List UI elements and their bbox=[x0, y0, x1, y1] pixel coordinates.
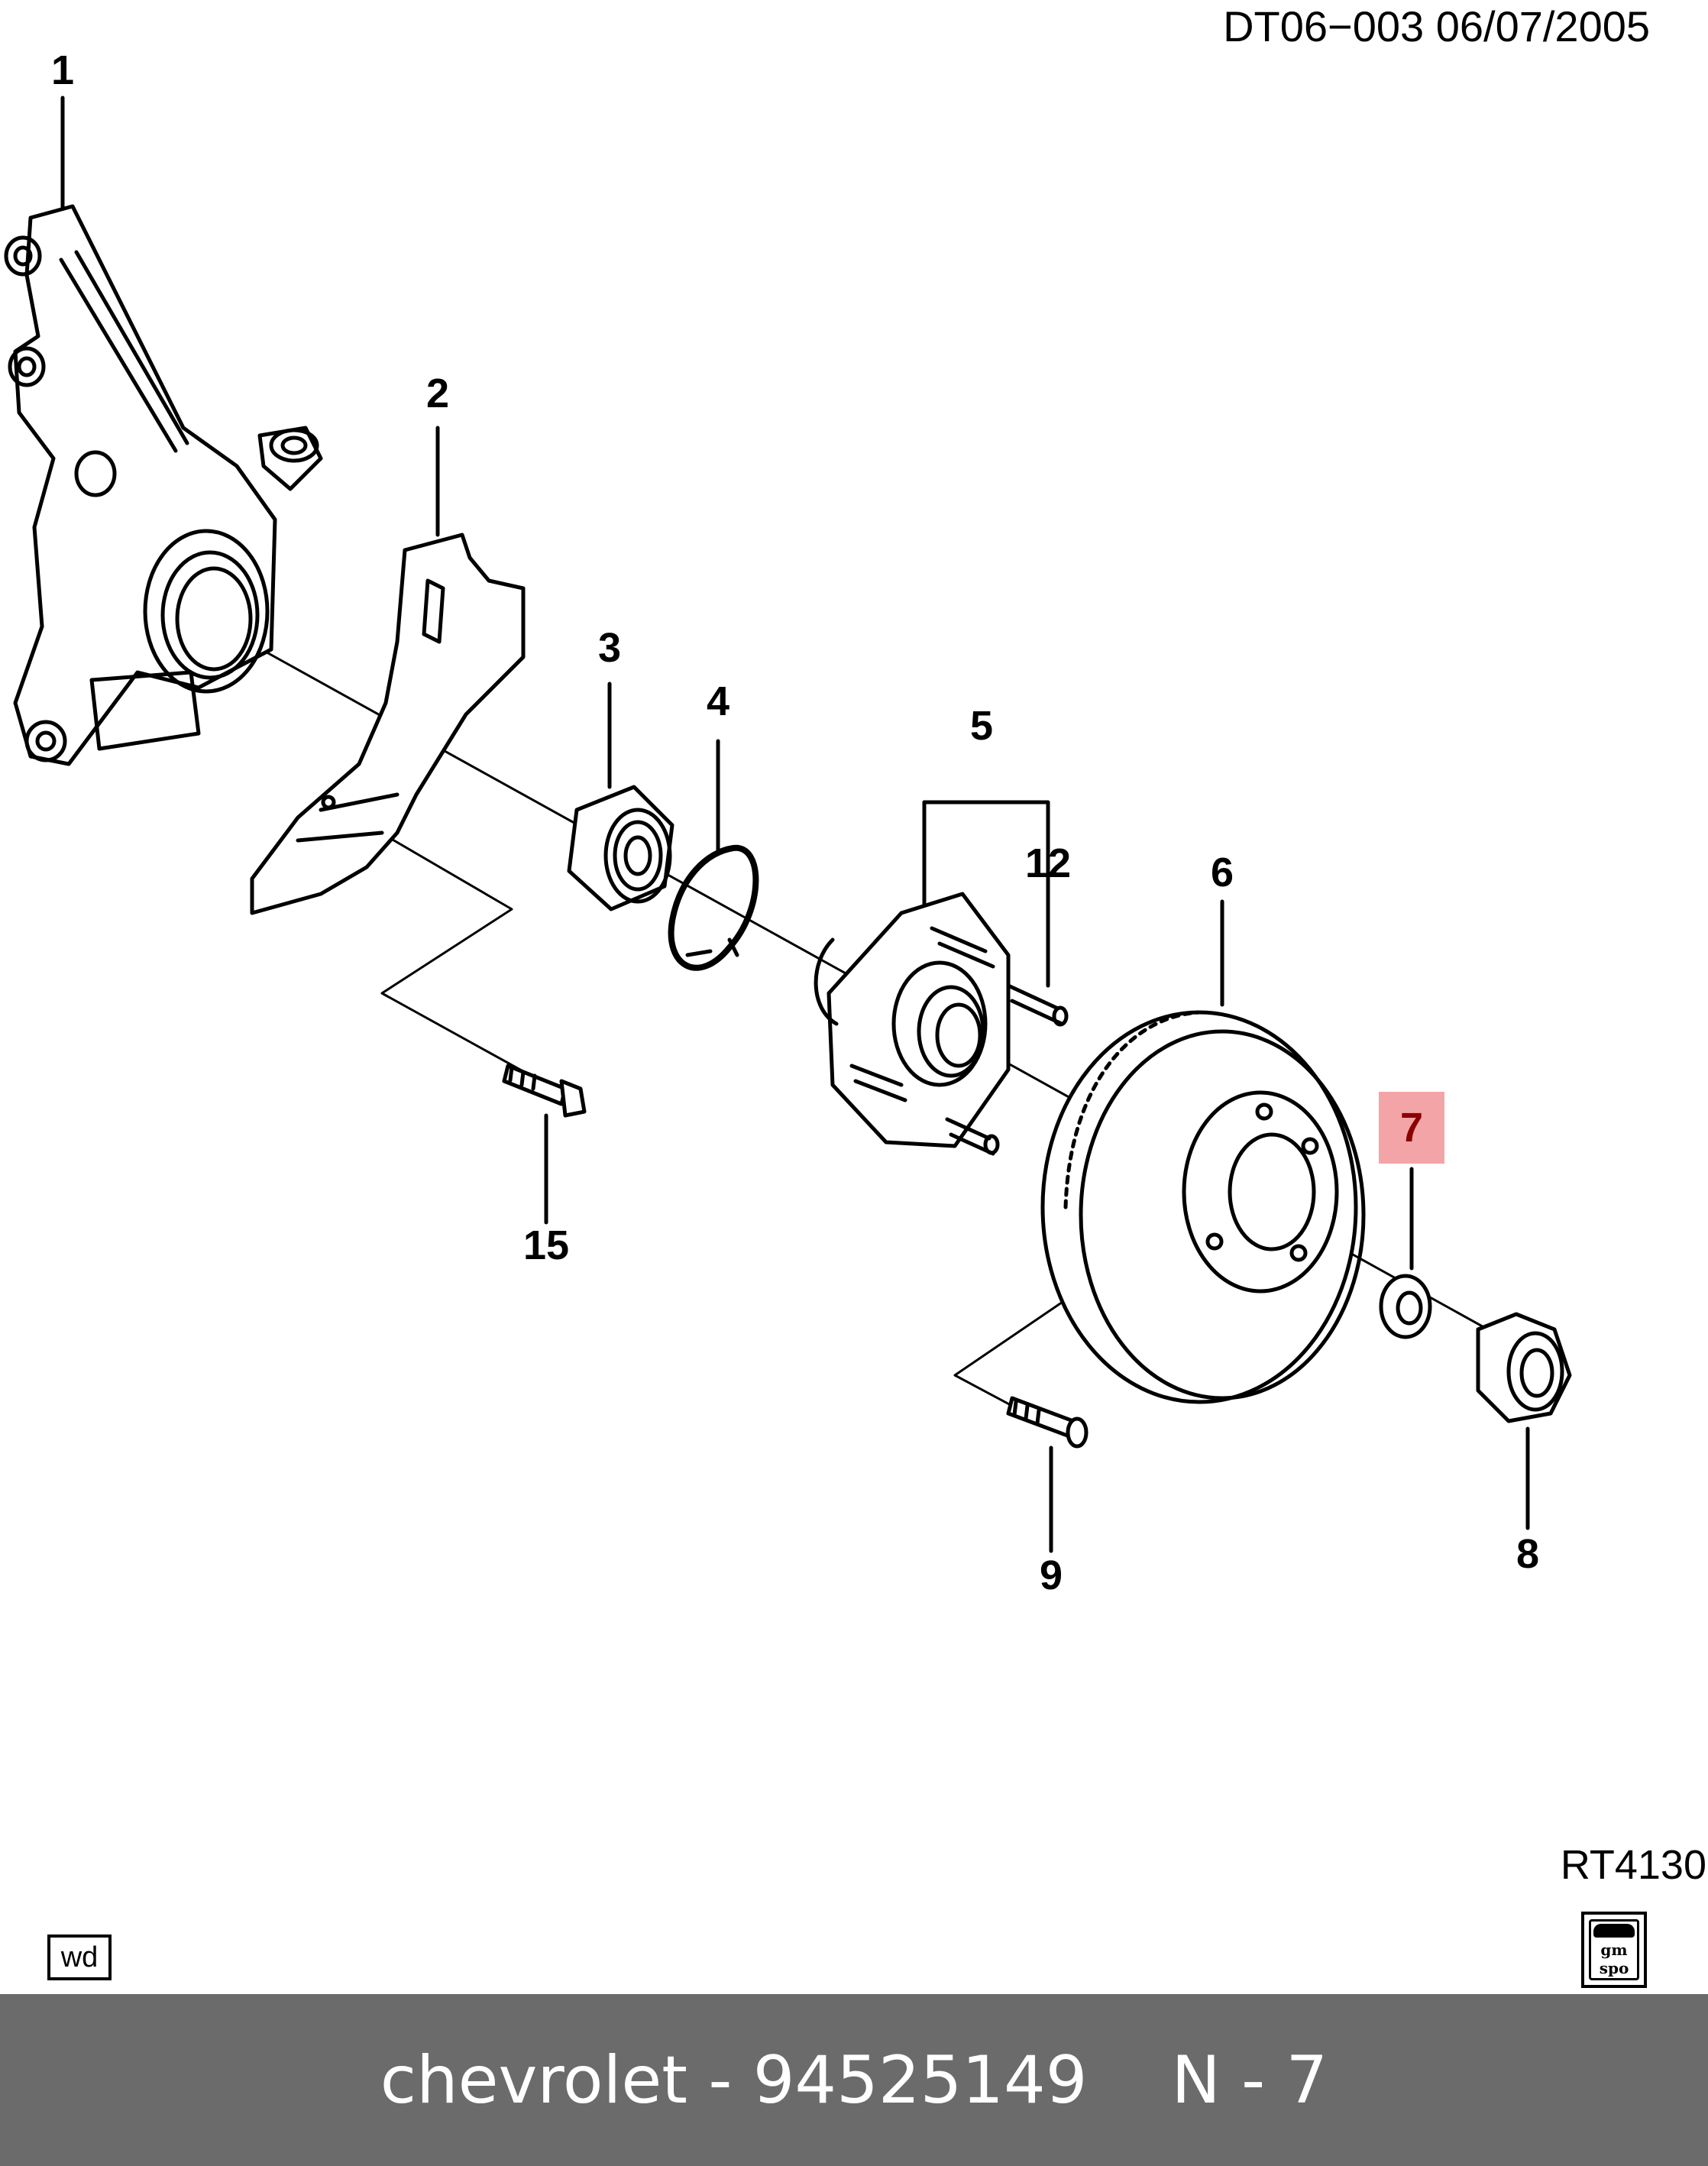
callout-12: 12 bbox=[1024, 840, 1072, 886]
dust-shield bbox=[250, 533, 526, 915]
footer-bar: chevrolet - 94525149 N - 7 bbox=[0, 1994, 1708, 2166]
callout-2: 2 bbox=[425, 371, 450, 416]
wheel-studs bbox=[849, 926, 1069, 1156]
diagram-reference: DT06−003 06/07/2005 bbox=[1223, 2, 1650, 50]
wd-badge: wd bbox=[47, 1935, 112, 1980]
callout-6: 6 bbox=[1210, 850, 1234, 895]
callout-3: 3 bbox=[597, 625, 622, 671]
shield-bolt bbox=[502, 1064, 587, 1118]
brake-disc bbox=[1040, 1010, 1366, 1404]
callout-7-highlighted: 7 bbox=[1378, 1092, 1445, 1164]
steering-knuckle bbox=[4, 204, 323, 766]
callout-5: 5 bbox=[969, 703, 994, 749]
callout-15: 15 bbox=[522, 1222, 570, 1268]
gmspo-logo-text-spo: spo bbox=[1599, 1959, 1629, 1977]
callout-9: 9 bbox=[1039, 1552, 1063, 1598]
hub-nut bbox=[1476, 1312, 1572, 1423]
wheel-bearing bbox=[567, 785, 674, 911]
wd-label: wd bbox=[60, 1941, 99, 1973]
wheel-hub bbox=[814, 892, 1011, 1148]
gmspo-logo: gm spo bbox=[1581, 1912, 1647, 1988]
footer-part-number: chevrolet - 94525149 bbox=[380, 2041, 1088, 2119]
washer bbox=[1379, 1274, 1432, 1339]
callout-4: 4 bbox=[706, 678, 730, 724]
callout-leaders bbox=[60, 96, 1530, 1553]
footer-position: N - 7 bbox=[1171, 2041, 1328, 2119]
callout-1: 1 bbox=[50, 47, 75, 93]
diagram-code: RT4130 bbox=[1560, 1842, 1706, 1888]
gmspo-logo-text-gm: gm bbox=[1600, 1941, 1628, 1959]
exploded-parts-diagram bbox=[4, 96, 1572, 1553]
snap-ring bbox=[668, 844, 759, 971]
disc-screw bbox=[1006, 1396, 1089, 1449]
callout-8: 8 bbox=[1516, 1531, 1540, 1577]
